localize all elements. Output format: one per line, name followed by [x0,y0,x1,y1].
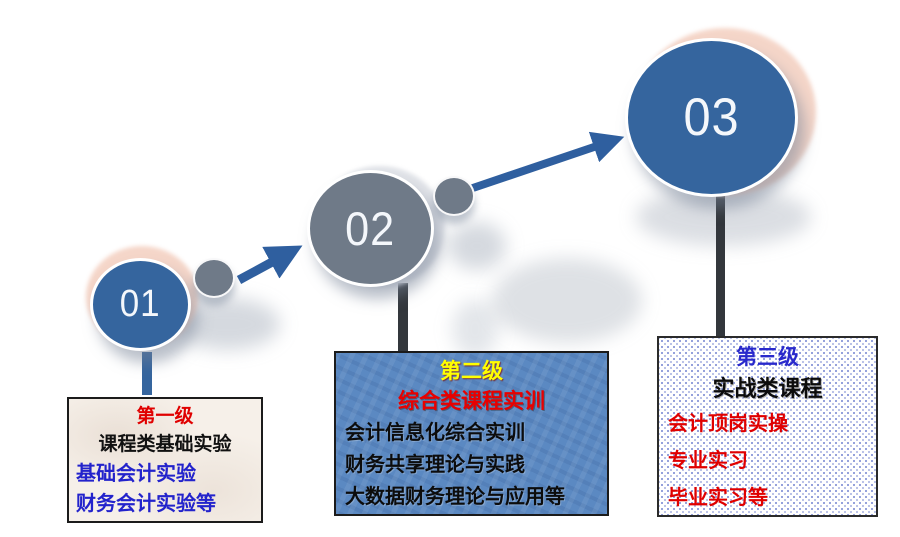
level-box-subtitle: 实战类课程 [712,376,823,401]
course-item: 毕业实习等 [668,487,768,509]
level-box-subtitle: 课程类基础实验 [98,434,232,455]
course-item: 财务会计实验等 [76,493,216,515]
course-item: 财务共享理论与实践 [345,454,525,476]
level-box-title: 第三级 [736,346,799,369]
shadow-blob [448,222,506,270]
step-circle-2: 02 [307,170,434,287]
step-circle-3: 03 [625,38,798,197]
shadow-blob [452,300,498,358]
level-box-subtitle: 综合类课程实训 [398,390,545,413]
connector-dot-icon [193,258,235,298]
level-box-3: 第三级 实战类课程 会计顶岗实操 专业实习 毕业实习等 [657,336,878,517]
arrow-icon-step1-to-step2 [236,245,303,284]
level-box-2: 第二级 综合类课程实训 会计信息化综合实训 财务共享理论与实践 大数据财务理论与… [334,351,609,516]
level-box-title: 第一级 [136,406,194,427]
course-item: 专业实习 [668,450,748,472]
course-item: 会计顶岗实操 [668,413,788,435]
step-number: 02 [345,202,396,255]
shadow-blob [492,258,642,343]
level-box-1: 第一级 课程类基础实验 基础会计实验 财务会计实验等 [67,397,263,523]
course-item: 大数据财务理论与应用等 [345,486,565,508]
connector-dot-icon [433,176,475,216]
course-item: 基础会计实验 [76,463,196,485]
stem-step-3 [716,192,725,338]
step-number: 03 [683,88,740,147]
level-box-title: 第二级 [440,360,503,383]
arrow-icon-step2-to-step3 [462,131,625,195]
step-circle-1: 01 [90,258,191,351]
course-item: 会计信息化综合实训 [345,422,525,444]
stem-step-1 [142,352,152,395]
stem-step-2 [398,283,408,352]
step-number: 01 [120,283,161,325]
